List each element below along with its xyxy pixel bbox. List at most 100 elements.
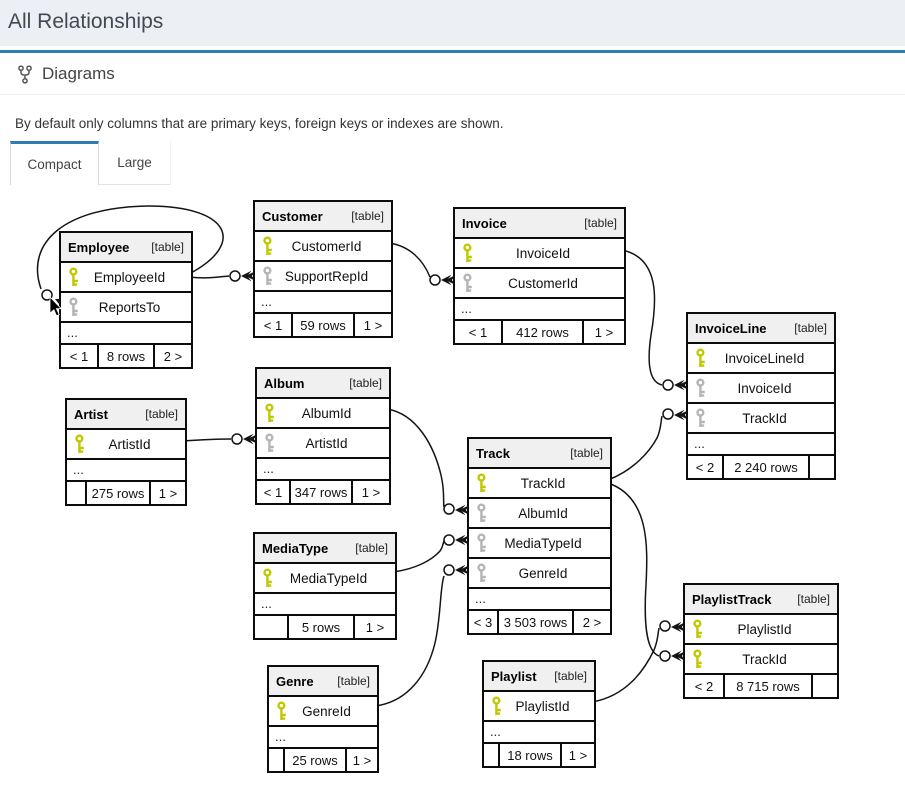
foreign-key-icon: [477, 532, 486, 552]
foreign-key-icon: [69, 296, 78, 316]
table-header: Track[table]: [469, 439, 610, 467]
tab-bar: Compact Large: [10, 141, 905, 185]
table-name[interactable]: Employee: [68, 239, 130, 255]
column-Artist-ArtistId: ArtistId: [67, 428, 185, 458]
footer-next: 1 >: [158, 485, 178, 501]
footer-next: 1 >: [568, 747, 588, 763]
table-name[interactable]: Customer: [262, 208, 323, 224]
table-header: Album[table]: [257, 369, 389, 397]
column-label: TrackId: [742, 410, 787, 426]
column-label: MediaTypeId: [504, 535, 582, 551]
table-tag: [table]: [337, 674, 370, 688]
foreign-key-icon: [263, 265, 272, 285]
primary-key-icon: [277, 700, 286, 720]
ellipsis-row: ...: [255, 290, 391, 312]
table-Track[interactable]: Track[table] TrackId AlbumId MediaTypeId…: [467, 437, 612, 635]
table-name[interactable]: Playlist: [491, 668, 537, 684]
table-footer: 5 rows 1 >: [255, 614, 395, 638]
table-name[interactable]: InvoiceLine: [695, 320, 767, 336]
column-Customer-SupportRepId: SupportRepId: [255, 260, 391, 290]
foreign-key-icon: [477, 502, 486, 522]
footer-next: [810, 456, 834, 478]
ellipsis-row: ...: [67, 458, 185, 480]
relationship-employee-customer: [188, 270, 257, 282]
table-tag: [table]: [145, 407, 178, 421]
relationship-mediatype-track: [392, 534, 471, 573]
tab-large[interactable]: Large: [99, 141, 171, 185]
tab-compact[interactable]: Compact: [10, 141, 99, 185]
footer-rowcount: 8 rows: [99, 345, 155, 367]
table-name[interactable]: Genre: [276, 673, 314, 689]
footer-next: 1 >: [352, 752, 372, 768]
table-name[interactable]: Track: [476, 445, 510, 461]
table-name[interactable]: MediaType: [262, 540, 329, 556]
column-Album-ArtistId: ArtistId: [257, 427, 389, 457]
column-label: GenreId: [518, 565, 568, 581]
primary-key-icon: [463, 242, 472, 262]
table-tag: [table]: [355, 541, 388, 555]
table-Invoice[interactable]: Invoice[table] InvoiceId CustomerId...< …: [453, 207, 626, 345]
column-label: InvoiceId: [515, 245, 571, 261]
footer-prev: < 1: [257, 481, 291, 503]
table-name[interactable]: Invoice: [462, 215, 507, 231]
note-text: By default only columns that are primary…: [15, 116, 504, 131]
table-name[interactable]: PlaylistTrack: [692, 591, 772, 607]
footer-rowcount: 5 rows: [289, 616, 355, 638]
column-label: InvoiceId: [737, 380, 792, 396]
column-Employee-EmployeeId: EmployeeId: [61, 261, 191, 291]
table-Customer[interactable]: Customer [table] CustomerId SupportRepId.…: [253, 200, 393, 338]
table-InvoiceLine[interactable]: InvoiceLine[table] InvoiceLineId Invoice…: [686, 312, 836, 480]
table-name[interactable]: Album: [264, 375, 305, 391]
table-Employee[interactable]: Employee[table] EmployeeId ReportsTo...<…: [59, 231, 193, 369]
table-PlaylistTrack[interactable]: PlaylistTrack[table] PlaylistId TrackId<…: [683, 583, 839, 699]
ellipsis-row: ...: [688, 432, 834, 454]
table-header: Customer [table]: [255, 202, 391, 230]
column-InvoiceLine-InvoiceId: InvoiceId: [688, 372, 834, 402]
ellipsis-row: ...: [61, 321, 191, 343]
footer-rowcount: 3 503 rows: [499, 611, 574, 633]
footer-rowcount: 412 rows: [503, 321, 584, 343]
column-InvoiceLine-TrackId: TrackId: [688, 402, 834, 432]
ellipsis-row: ...: [269, 725, 377, 747]
footer-prev: [269, 749, 285, 771]
footer-next: 2 >: [163, 348, 183, 364]
column-Customer-CustomerId: CustomerId: [255, 230, 391, 260]
table-tag: [table]: [351, 209, 384, 223]
table-header: Genre [table]: [269, 667, 377, 695]
column-MediaType-MediaTypeId: MediaTypeId: [255, 562, 395, 592]
column-label: AlbumId: [301, 405, 352, 421]
ellipsis-row: ...: [484, 720, 594, 742]
column-label: MediaTypeId: [289, 570, 368, 586]
footer-next: 2 >: [582, 614, 602, 630]
footer-rowcount: 347 rows: [291, 481, 353, 503]
table-name[interactable]: Artist: [74, 406, 108, 422]
column-label: TrackId: [520, 475, 566, 491]
column-Track-AlbumId: AlbumId: [469, 497, 610, 527]
primary-key-icon: [693, 618, 702, 638]
footer-next: 1 >: [361, 484, 381, 500]
table-tag: [table]: [584, 216, 617, 230]
relationship-invoice-invoiceline: [621, 249, 690, 391]
column-Album-AlbumId: AlbumId: [257, 397, 389, 427]
footer-next: 1 >: [365, 619, 385, 635]
table-tag: [table]: [794, 321, 827, 335]
column-label: CustomerId: [291, 238, 362, 254]
footer-prev: [255, 616, 289, 638]
primary-key-icon: [265, 402, 274, 422]
column-Genre-GenreId: GenreId: [269, 695, 377, 725]
ellipsis-row: ...: [257, 457, 389, 479]
footer-rowcount: 59 rows: [293, 314, 355, 336]
column-Employee-ReportsTo: ReportsTo: [61, 291, 191, 321]
